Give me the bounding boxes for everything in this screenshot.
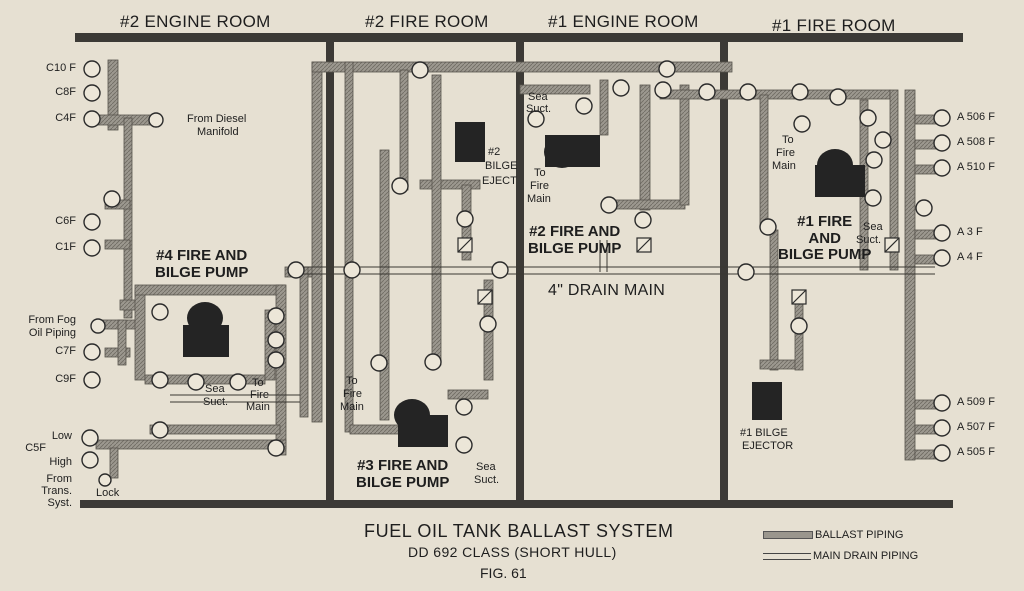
tank-label: C10 F xyxy=(46,62,76,74)
annotation-high: High xyxy=(49,456,72,468)
annotation-main: Main xyxy=(772,160,796,172)
annotation-main: Main xyxy=(340,401,364,413)
annotation-fire: Fire xyxy=(250,389,269,401)
annotation-to: To xyxy=(346,375,358,387)
pump-units xyxy=(183,122,865,447)
legend-drain-label: MAIN DRAIN PIPING xyxy=(813,550,919,562)
pump-label-line: #3 FIRE AND xyxy=(357,457,449,474)
annotation-bilge-eject-1: BILGE xyxy=(485,160,518,172)
annotation-to: To xyxy=(534,167,546,179)
tank-label: A 4 F xyxy=(957,251,983,263)
legend-drain: MAIN DRAIN PIPING xyxy=(763,550,918,562)
pump-label-line: BILGE PUMP xyxy=(528,239,622,257)
pump-3 xyxy=(394,399,448,447)
tank-label: C4F xyxy=(55,112,76,124)
bulkheads xyxy=(75,33,963,508)
annotation-drain-main: 4" DRAIN MAIN xyxy=(548,282,666,299)
tank-label: A 3 F xyxy=(957,226,983,238)
annotation-fire: Fire xyxy=(776,147,795,159)
pump-1 xyxy=(815,149,865,197)
pump-4 xyxy=(183,302,229,357)
tank-label: C1F xyxy=(55,241,76,253)
tank-label: C9F xyxy=(55,373,76,385)
pump-2 xyxy=(544,135,600,168)
tank-label: A 508 F xyxy=(957,136,995,148)
pump-label-2: #2 FIRE AND BILGE PUMP xyxy=(528,223,622,257)
annotation-low: Low xyxy=(51,430,72,442)
annotation-sea: Sea xyxy=(863,221,883,233)
legend-drain-swatch xyxy=(763,552,811,560)
annotation-bilge-eject-num: #2 xyxy=(488,146,501,158)
annotation-main: Main xyxy=(246,401,270,413)
annotation-fire: Fire xyxy=(343,388,362,400)
tank-label: A 509 F xyxy=(957,396,995,408)
annotation-suct: Suct. xyxy=(856,234,882,246)
pump-label-line: BILGE PUMP xyxy=(155,263,249,281)
room-label-engine-1: #1 ENGINE ROOM xyxy=(548,12,699,31)
bilge-ejector-2 xyxy=(455,122,485,162)
annotation-fire: Fire xyxy=(530,180,549,192)
pump-label-line: #1 FIRE xyxy=(797,213,853,230)
annotation-to: To xyxy=(782,134,794,146)
annotation-from-diesel: From Diesel xyxy=(187,113,247,125)
tank-label: C5F xyxy=(25,442,46,454)
tank-label: A 506 F xyxy=(957,111,995,123)
annotation-bilge-ejector-1: #1 BILGE xyxy=(740,427,788,439)
annotation-from: From xyxy=(46,473,72,485)
pump-label-4: #4 FIRE AND BILGE PUMP xyxy=(155,247,249,281)
pump-label-3: #3 FIRE AND BILGE PUMP xyxy=(356,457,450,491)
pump-label-1: #1 FIRE AND BILGE PUMP xyxy=(778,213,872,264)
annotation-trans: Trans. xyxy=(41,485,72,497)
legend-ballast-swatch xyxy=(763,531,813,539)
main-drain-piping xyxy=(170,240,935,403)
pump-label-line: BILGE PUMP xyxy=(778,246,872,263)
pump-label-line: #2 FIRE AND xyxy=(529,223,621,240)
annotation-bilge-ejector-2: EJECTOR xyxy=(742,440,794,452)
figure-number: FIG. 61 xyxy=(480,565,527,581)
valves xyxy=(81,60,951,487)
annotation-sea: Sea xyxy=(205,383,225,395)
annotation-suct: Suct. xyxy=(526,103,552,115)
annotation-bilge-eject-2: EJECT xyxy=(482,175,517,187)
room-label-fire-1: #1 FIRE ROOM xyxy=(772,16,896,35)
room-label-fire-2: #2 FIRE ROOM xyxy=(365,12,489,31)
pump-label-line: #4 FIRE AND xyxy=(156,247,248,264)
room-label-engine-2: #2 ENGINE ROOM xyxy=(120,12,271,31)
figure-subtitle: DD 692 CLASS (SHORT HULL) xyxy=(408,544,617,560)
annotation-sea: Sea xyxy=(528,91,548,103)
tank-label: C6F xyxy=(55,215,76,227)
annotation-suct: Suct. xyxy=(474,474,500,486)
annotation-main: Main xyxy=(527,193,551,205)
annotation-suct: Suct. xyxy=(203,396,229,408)
legend-ballast: BALLAST PIPING xyxy=(763,529,903,541)
check-valves xyxy=(457,237,900,305)
annotation-sea: Sea xyxy=(476,461,496,473)
annotation-syst: Syst. xyxy=(47,497,72,509)
tank-label: C8F xyxy=(55,86,76,98)
annotation-to: To xyxy=(252,377,264,389)
annotation-lock: Lock xyxy=(96,487,120,499)
pump-label-line: BILGE PUMP xyxy=(356,473,450,491)
tank-label: A 510 F xyxy=(957,161,995,173)
legend-ballast-label: BALLAST PIPING xyxy=(815,529,904,541)
annotation-from-fog: From Fog xyxy=(28,314,76,326)
tank-label: A 505 F xyxy=(957,446,995,458)
annotation-manifold: Manifold xyxy=(197,126,239,138)
figure-title: FUEL OIL TANK BALLAST SYSTEM xyxy=(364,521,674,541)
tank-label: A 507 F xyxy=(957,421,995,433)
tank-label: C7F xyxy=(55,345,76,357)
pump-label-line: AND xyxy=(808,229,841,247)
annotation-oil-piping: Oil Piping xyxy=(28,327,76,339)
bilge-ejector-1 xyxy=(752,382,782,420)
